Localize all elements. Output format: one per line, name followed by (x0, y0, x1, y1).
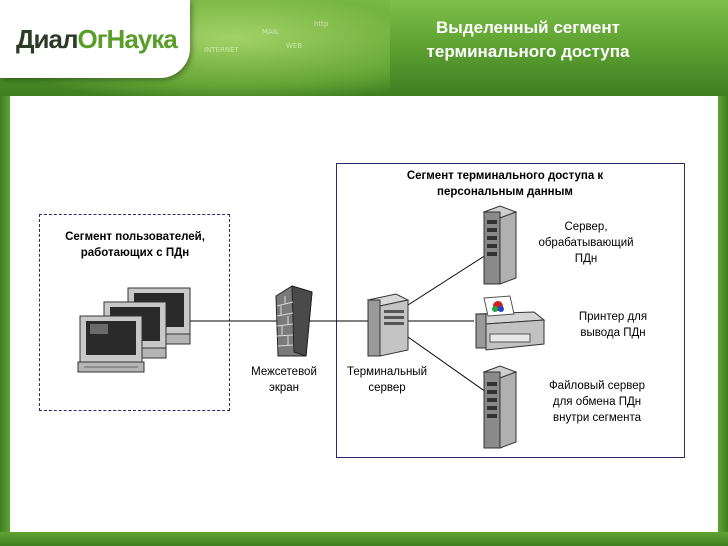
printer-icon (474, 295, 546, 351)
user-segment-label-line-2: работающих с ПДн (80, 247, 190, 259)
workstation-icon (77, 287, 191, 373)
company-logo: ДиалОгНаука (16, 24, 178, 55)
frame-bottom (0, 532, 728, 546)
link-terminal-file-server (407, 336, 487, 393)
terminal-server-label: Терминальный сервер (338, 364, 436, 396)
firewall-label-line-1: Межсетевой (251, 366, 317, 378)
user-segment-box (39, 214, 230, 411)
printer-label-line-1: Принтер для (578, 311, 648, 323)
printer-label-line-2: вывода ПДн (580, 327, 646, 339)
firewall-label: Межсетевой экран (238, 364, 330, 396)
logo-part-3: Наука (106, 24, 178, 54)
terminal-access-segment-box (336, 163, 685, 458)
file-server-label-line-1: Файловый сервер (548, 380, 646, 392)
firewall-label-line-2: экран (268, 382, 300, 394)
printer-label: Принтер для вывода ПДн (558, 309, 668, 341)
terminal-server-label-line-2: сервер (368, 382, 406, 394)
access-segment-label-line-2: персональным данным (437, 186, 573, 198)
network-word: http (314, 20, 329, 28)
terminal-server-label-line-1: Терминальный (347, 366, 427, 378)
slide-title: Выделенный сегмент терминального доступа (396, 16, 660, 64)
terminal-server-icon (366, 293, 410, 357)
frame-left (0, 96, 10, 536)
network-word: WEB (286, 42, 303, 50)
access-segment-label-line-1: Сегмент терминального доступа к (406, 170, 604, 182)
pd-server-label: Сервер, обрабатывающий ПДн (530, 219, 642, 267)
file-server-label: Файловый сервер для обмена ПДн внутри се… (534, 378, 660, 426)
pd-server-label-line-3: ПДн (574, 253, 598, 265)
logo-panel: ДиалОгНаука (0, 0, 190, 78)
terminal-access-segment-label: Сегмент терминального доступа к персонал… (370, 168, 640, 200)
title-line-1: Выделенный сегмент (436, 18, 620, 37)
firewall-icon (275, 285, 313, 357)
logo-part-2: Ог (77, 24, 107, 54)
network-word: MAIL (262, 28, 279, 36)
user-segment-label: Сегмент пользователей, работающих с ПДн (46, 229, 224, 261)
logo-part-1: Диал (16, 24, 78, 54)
network-word: INTERNET (204, 46, 239, 54)
user-segment-label-line-1: Сегмент пользователей, (65, 231, 205, 243)
header-banner: MAIL WEB INTERNET http ДиалОгНаука Выдел… (0, 0, 728, 96)
file-server-label-line-3: внутри сегмента (552, 412, 642, 424)
link-terminal-pd-server (407, 254, 487, 306)
pd-server-label-line-1: Сервер, (564, 221, 608, 233)
pd-server-label-line-2: обрабатывающий (538, 237, 634, 249)
pd-server-icon (482, 205, 518, 285)
file-server-label-line-2: для обмена ПДн (552, 396, 642, 408)
file-server-icon (482, 365, 518, 449)
frame-right (718, 96, 728, 536)
title-line-2: терминального доступа (426, 42, 630, 61)
